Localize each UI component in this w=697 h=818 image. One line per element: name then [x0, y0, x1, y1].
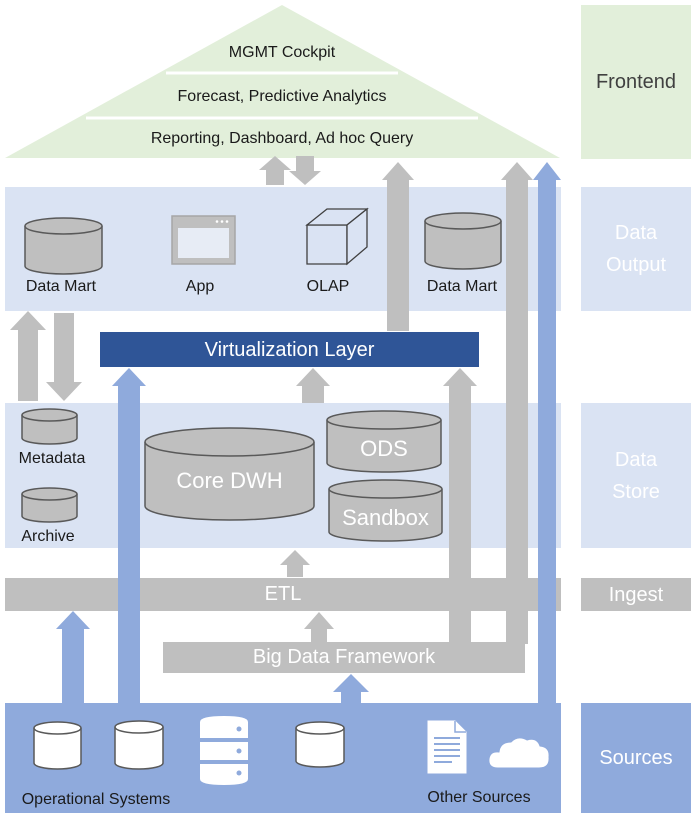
store-label-sandbox: Sandbox [342, 505, 429, 530]
data-mart-left-icon [24, 217, 103, 275]
arrow-sources-to-frontend [533, 162, 561, 703]
side-box-ingest [581, 578, 691, 611]
side-label-data-output: Data Output [581, 187, 691, 311]
arrow-sources-to-etl [56, 611, 90, 703]
source-db-icon-1 [33, 721, 82, 770]
frontend-level-forecast: Forecast, Predictive Analytics [177, 88, 387, 105]
etl-label: ETL [264, 583, 302, 605]
sources-band [5, 703, 561, 813]
arrow-bigdata-to-etl [304, 612, 334, 642]
side-box-data-store [581, 403, 691, 548]
server-stack-icon [200, 716, 248, 785]
cloud-icon [488, 737, 550, 769]
side-label-data-output-line2: Output [605, 254, 667, 276]
archive-cylinder-icon [21, 487, 78, 523]
arrow-bigdata-to-virtualization [443, 368, 477, 644]
virtualization-layer-box [100, 332, 479, 367]
store-label-core-dwh: Core DWH [176, 468, 283, 493]
side-label-sources: Sources [599, 747, 673, 769]
side-label-data-output-line1: Data [614, 222, 658, 244]
store-label-ods: ODS [360, 436, 408, 461]
arrow-down-from-frontend [289, 156, 321, 185]
bigdata-box [163, 642, 525, 673]
frontend-level-reporting: Reporting, Dashboard, Ad hoc Query [150, 130, 414, 147]
side-box-sources [581, 703, 691, 813]
arrow-store-to-virtualization [296, 368, 330, 403]
source-db-icon-2 [114, 720, 164, 770]
arrow-up-to-frontend [259, 156, 291, 185]
sources-label-other-sources: Other Sources [427, 789, 531, 806]
output-label-data-mart-left: Data Mart [25, 278, 97, 295]
sandbox-cylinder [328, 479, 443, 542]
side-label-data-store-line2: Store [612, 480, 660, 503]
store-label-archive: Archive [21, 528, 75, 545]
core-dwh-cylinder [144, 427, 315, 521]
side-label-data-store: Data Store [581, 403, 691, 548]
source-db-icon-3 [295, 721, 345, 768]
side-box-data-output [581, 187, 691, 311]
side-box-frontend [581, 5, 691, 159]
data-mart-right-icon [424, 212, 502, 270]
arrow-bigdata-to-frontend [501, 162, 533, 644]
arrow-virtualization-to-frontend [382, 162, 414, 331]
output-label-app: App [185, 278, 215, 295]
side-label-data-store-line1: Data [614, 448, 658, 471]
store-label-metadata: Metadata [18, 450, 86, 467]
arrow-etl-to-store [280, 550, 310, 577]
side-label-ingest: Ingest [608, 583, 664, 606]
sources-label-operational-systems: Operational Systems [21, 791, 171, 808]
frontend-roof [5, 5, 560, 158]
arrow-sources-to-virtualization [112, 368, 146, 703]
frontend-level-mgmt-cockpit: MGMT Cockpit [228, 44, 336, 61]
arrow-store-to-output [10, 311, 46, 401]
olap-cube-icon [305, 207, 369, 266]
side-label-frontend: Frontend [595, 71, 677, 93]
arrow-output-to-store [46, 313, 82, 401]
arrow-sources-to-bigdata [333, 674, 369, 703]
output-label-data-mart-right: Data Mart [426, 278, 498, 295]
metadata-cylinder-icon [21, 408, 78, 445]
output-label-olap: OLAP [306, 278, 350, 295]
app-window-icon [171, 215, 236, 265]
virtualization-layer-label: Virtualization Layer [204, 339, 375, 361]
document-icon [427, 720, 467, 774]
ods-cylinder [326, 410, 442, 473]
bigdata-framework-label: Big Data Framework [252, 646, 436, 668]
